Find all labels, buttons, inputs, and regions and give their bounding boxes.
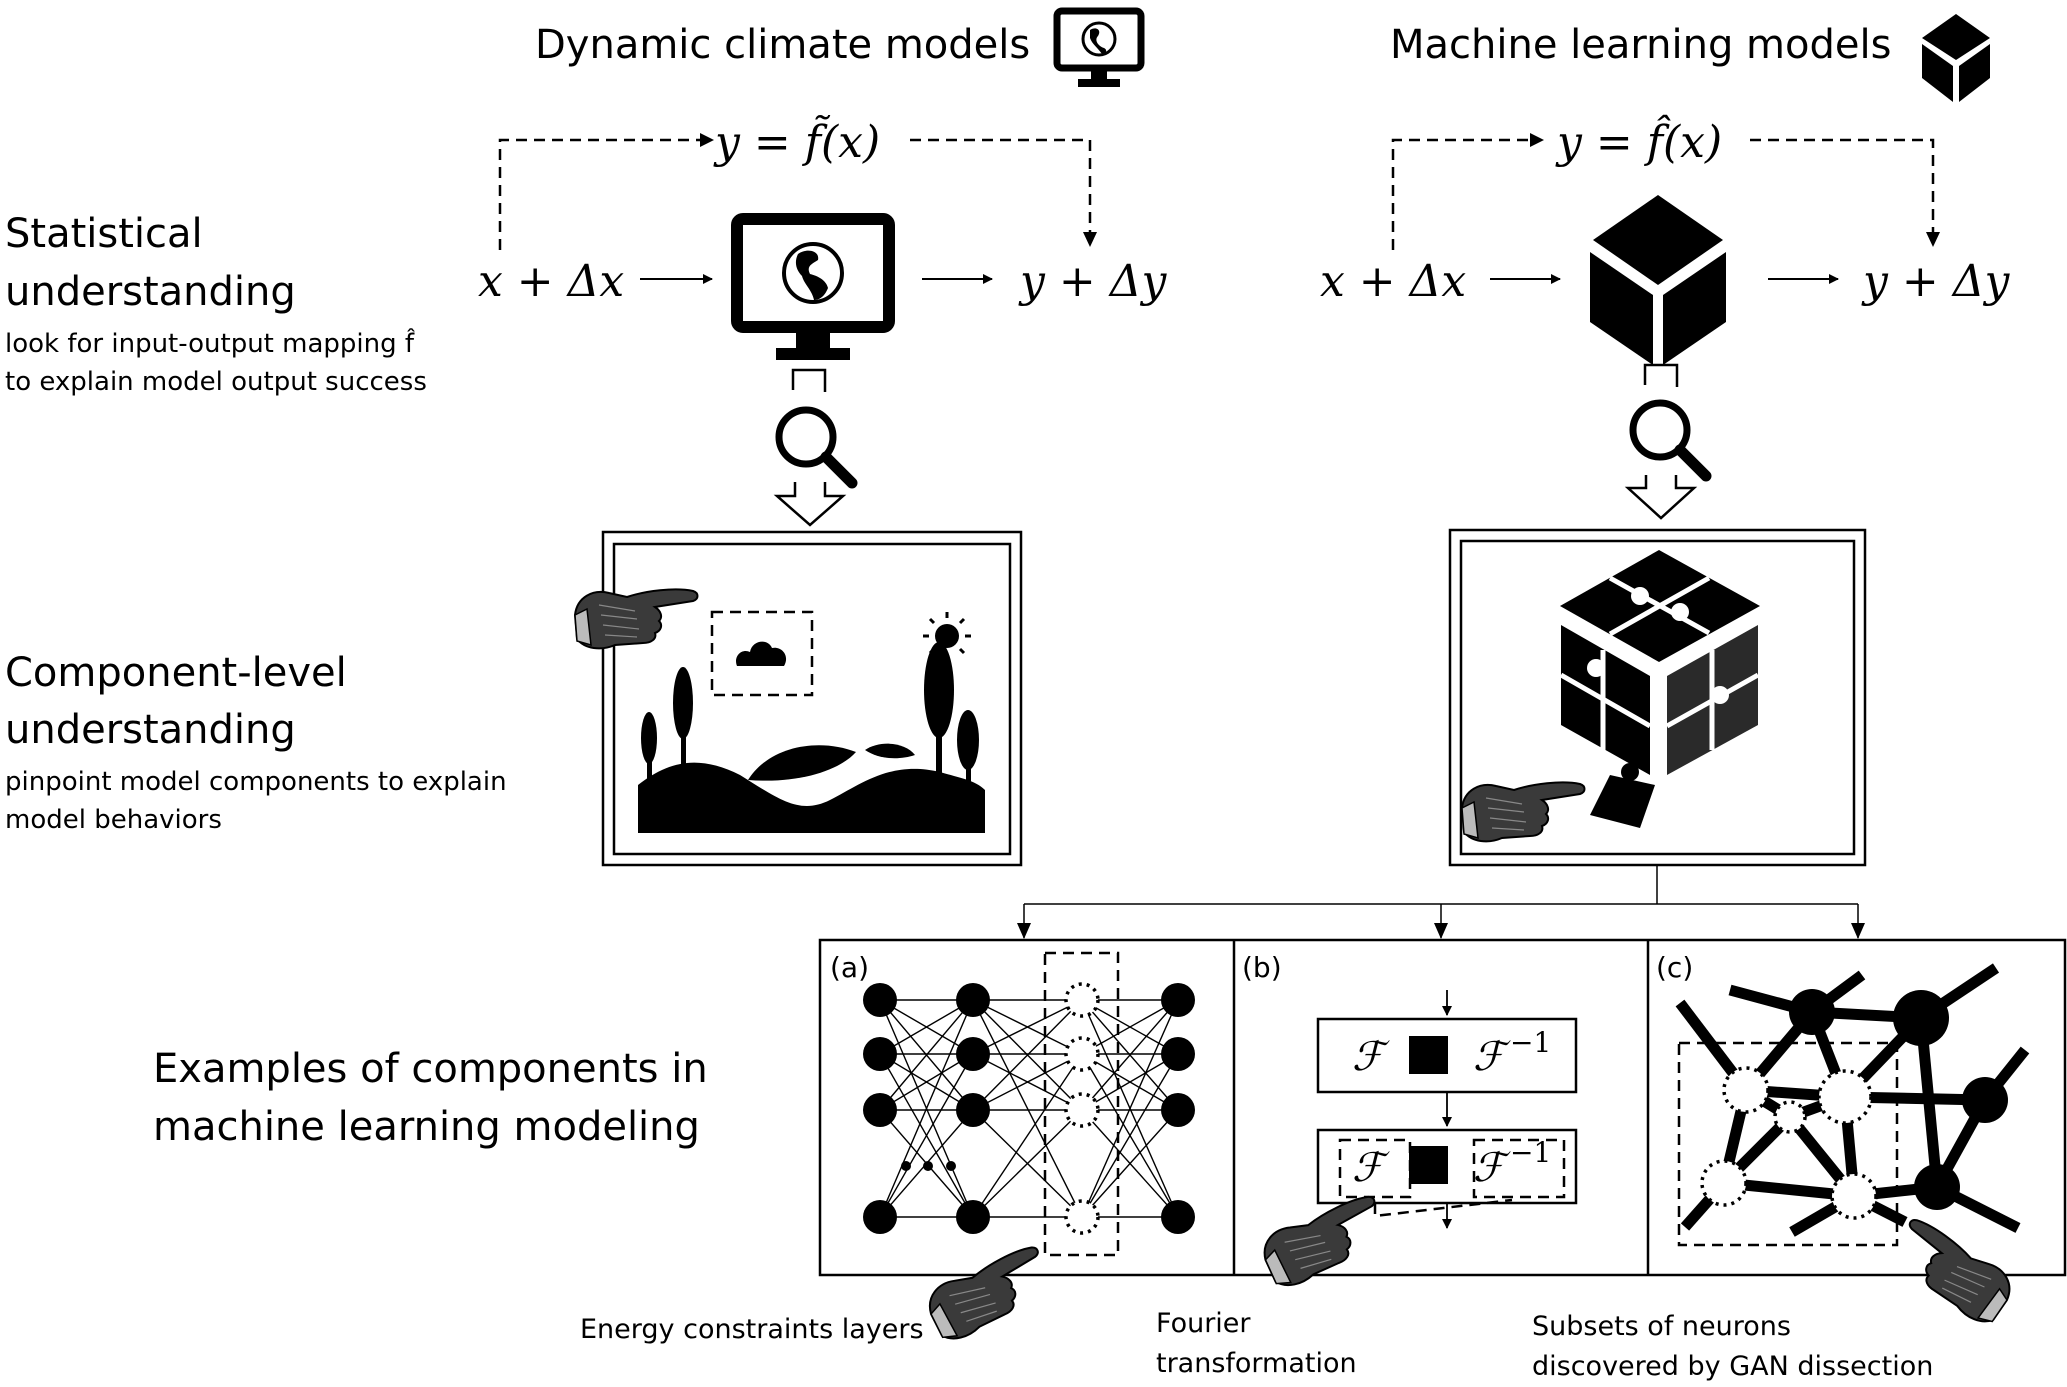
neuron-node <box>1962 1077 2008 1123</box>
panel-a-label: (a) <box>830 951 869 984</box>
header-left: Dynamic climate models <box>535 11 1141 87</box>
filter-block <box>1409 1036 1448 1074</box>
neuron-node <box>863 1200 897 1234</box>
row-examples-label: Examples of components in machine learni… <box>153 1046 708 1150</box>
neuron-node <box>863 1093 897 1127</box>
component-desc-line2: model behaviors <box>5 805 222 835</box>
cube-icon <box>1922 14 1990 102</box>
examples-title-line2: machine learning modeling <box>153 1104 700 1150</box>
input-expression-right: x + Δx <box>1320 256 1466 307</box>
energy-constraint-node <box>1066 984 1098 1016</box>
statistical-title-line1: Statistical <box>5 211 203 257</box>
output-expression-left: y + Δy <box>1018 256 1167 307</box>
monitor-globe-icon <box>1057 11 1141 87</box>
dissected-neuron-node <box>1775 1102 1805 1132</box>
neuron-node <box>956 983 990 1017</box>
neuron-node <box>1914 1164 1960 1210</box>
statistical-desc-line2: to explain model output success <box>5 367 427 397</box>
panel-c: (c) <box>1656 951 2025 1329</box>
energy-constraint-node <box>1066 1201 1098 1233</box>
dissected-neuron-node <box>1819 1071 1871 1123</box>
inverse-exponent: −1 <box>1510 1026 1551 1059</box>
row-statistical-label: Statistical understanding look for input… <box>5 211 427 397</box>
panel-b-label: (b) <box>1242 951 1282 984</box>
header-left-title: Dynamic climate models <box>535 22 1030 68</box>
examples-panels <box>820 940 2065 1275</box>
funnel-arrow <box>1628 475 1694 518</box>
neuron-node <box>956 1037 990 1071</box>
neuron-node <box>1893 990 1949 1046</box>
mapping-equation-left: y = f̃(x) <box>713 113 880 168</box>
dissected-neuron-node <box>1702 1161 1746 1205</box>
energy-constraint-node <box>1066 1094 1098 1126</box>
cube-icon <box>1590 195 1726 365</box>
magnifier-icon <box>779 410 852 483</box>
caption-b-line1: Fourier <box>1156 1308 1251 1339</box>
magnifier-icon <box>1633 403 1706 476</box>
neuron-node <box>863 1037 897 1071</box>
ellipsis <box>901 1161 956 1171</box>
statistical-desc-line1: look for input-output mapping f̂ <box>5 327 415 359</box>
output-expression-right: y + Δy <box>1861 256 2010 307</box>
ml-statistical-flow: y = f̂(x) x + Δx y + Δy <box>1320 113 2010 518</box>
pointing-hand-icon <box>921 1244 1057 1345</box>
filter-block <box>1409 1146 1448 1184</box>
neuron-node <box>956 1200 990 1234</box>
header-right: Machine learning models <box>1390 14 1990 102</box>
inverse-exponent: −1 <box>1510 1136 1551 1169</box>
pointing-hand-icon <box>1884 1217 2020 1329</box>
funnel-arrow <box>777 482 843 525</box>
dissected-neuron-node <box>1724 1068 1768 1112</box>
dashed-arrow-out <box>1750 140 1933 236</box>
panel-a: (a) <box>830 951 1195 1345</box>
component-title-line2: understanding <box>5 707 296 753</box>
statistical-title-line2: understanding <box>5 269 296 315</box>
monitor-globe-icon <box>737 219 889 360</box>
header-right-title: Machine learning models <box>1390 22 1891 68</box>
row-component-label: Component-level understanding pinpoint m… <box>5 650 507 835</box>
network-edge <box>973 1054 1082 1217</box>
neuron-node <box>1789 989 1835 1035</box>
neuron-node <box>863 983 897 1017</box>
dashed-arrow-in <box>500 140 712 250</box>
neuron-node <box>1161 1037 1195 1071</box>
examples-title-line1: Examples of components in <box>153 1046 708 1092</box>
component-title-line1: Component-level <box>5 650 347 696</box>
dissected-neuron-node <box>1832 1174 1876 1218</box>
component-desc-line1: pinpoint model components to explain <box>5 767 507 797</box>
mapping-equation-right: y = f̂(x) <box>1555 113 1722 168</box>
branch-connectors <box>1024 866 1858 938</box>
panel-captions: Energy constraints layers Fourier transf… <box>580 1308 1933 1382</box>
neuron-node <box>1161 983 1195 1017</box>
pointing-hand-icon <box>1257 1194 1392 1291</box>
network-edges <box>880 1000 1178 1217</box>
caption-a: Energy constraints layers <box>580 1314 924 1345</box>
puzzle-cube-frame <box>1450 530 1865 865</box>
climate-statistical-flow: y = f̃(x) x + Δx y + Δy <box>478 113 1167 525</box>
panel-b: (b) ℱ ℱ −1 ℱ ℱ −1 <box>1242 951 1576 1291</box>
panel-c-label: (c) <box>1656 951 1693 984</box>
neuron-node <box>956 1093 990 1127</box>
caption-b-line2: transformation <box>1156 1348 1357 1379</box>
input-expression-left: x + Δx <box>478 256 624 307</box>
dashed-arrow-in <box>1393 140 1540 250</box>
energy-constraint-node <box>1066 1038 1098 1070</box>
caption-c-line2: discovered by GAN dissection <box>1532 1351 1933 1382</box>
neuron-node <box>1161 1093 1195 1127</box>
neuron-node <box>1161 1200 1195 1234</box>
landscape-frame <box>575 532 1021 865</box>
dashed-arrow-out <box>910 140 1090 236</box>
caption-c-line1: Subsets of neurons <box>1532 1311 1791 1342</box>
